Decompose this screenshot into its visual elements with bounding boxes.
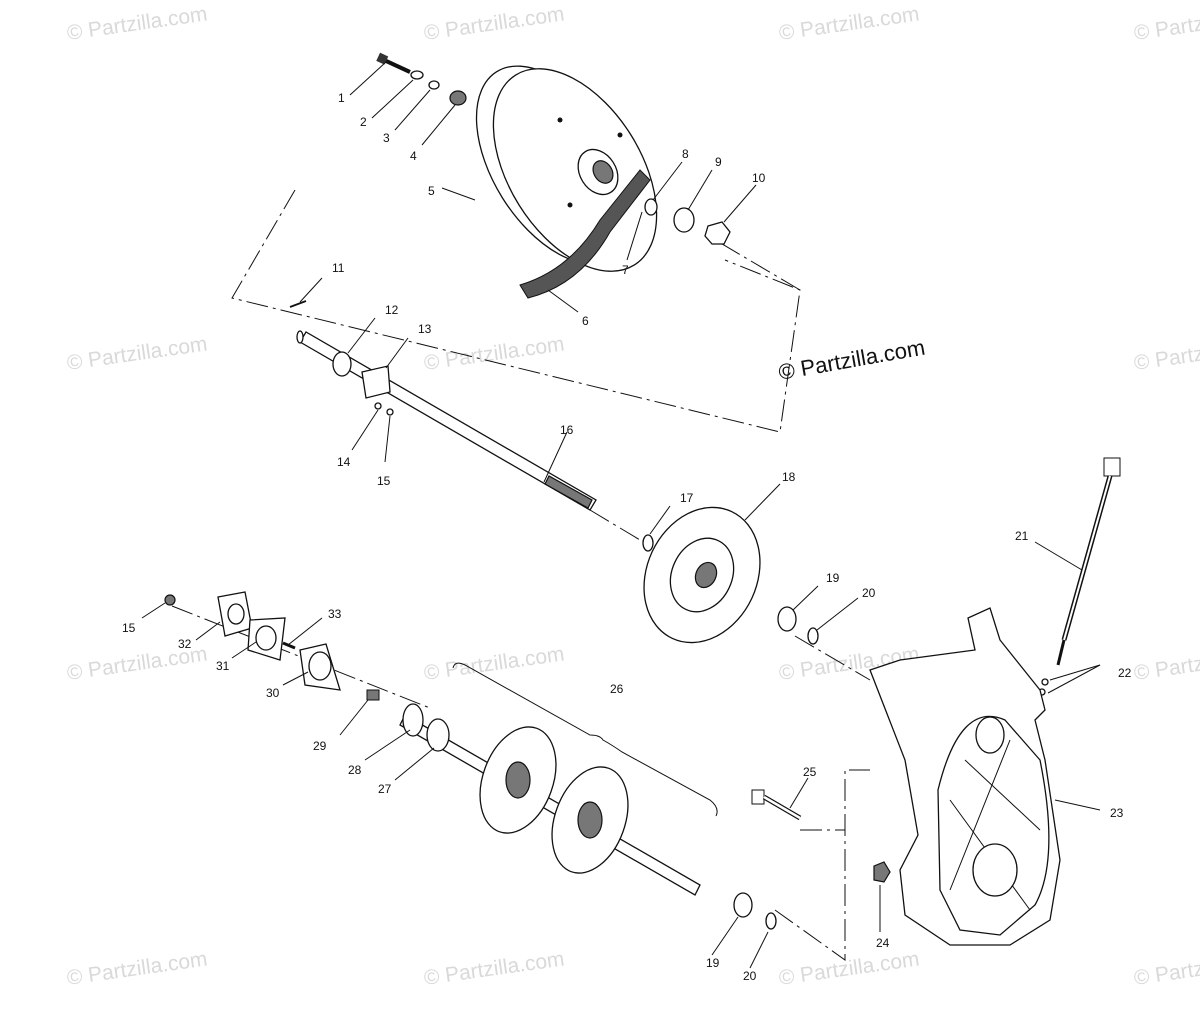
watermark: © Partzilla.com (1132, 2, 1200, 44)
callout-19: 19 (826, 571, 840, 585)
callout-30: 30 (266, 686, 280, 700)
watermark: © Partzilla.com (777, 2, 920, 44)
callout-3: 3 (383, 131, 390, 145)
washer-2 (410, 70, 424, 80)
nut-10 (704, 221, 731, 245)
watermark: © Partzilla.com (422, 2, 565, 44)
callout-8: 8 (682, 147, 689, 161)
watermark: © Partzilla.com (1132, 642, 1200, 684)
callout-4: 4 (410, 149, 417, 163)
callout-22: 22 (1118, 666, 1132, 680)
sprocket-18 (643, 506, 761, 644)
jackshaft (289, 300, 597, 511)
assembly-boundaries (171, 189, 871, 961)
callout-9: 9 (715, 155, 722, 169)
callout-20: 20 (862, 586, 876, 600)
callout-7: 7 (622, 263, 629, 277)
oring-22 (1041, 678, 1049, 686)
watermark: © Partzilla.com (422, 332, 565, 374)
callout-32: 32 (178, 637, 192, 651)
callout-2: 2 (360, 115, 367, 129)
callout-5: 5 (428, 184, 435, 198)
oring-17 (642, 534, 654, 552)
callout-10: 10 (752, 171, 766, 185)
callout-24: 24 (876, 936, 890, 950)
washer-9 (673, 207, 695, 233)
callout-29: 29 (313, 739, 327, 753)
washer-8 (644, 198, 658, 216)
callout-17: 17 (680, 491, 694, 505)
watermark: © Partzilla.com (422, 947, 565, 989)
bearing-19 (777, 606, 797, 632)
drive-chain (519, 169, 651, 299)
callout-11: 11 (332, 261, 345, 275)
flange-30-hole (308, 651, 332, 681)
copyright-text: © Partzilla.com (777, 335, 927, 385)
watermark: © Partzilla.com (65, 2, 208, 44)
callout-16: 16 (560, 423, 574, 437)
chaincase-housing (869, 607, 1061, 946)
callout-23: 23 (1110, 806, 1124, 820)
driveshaft-assembly (399, 703, 701, 896)
oring-20 (807, 627, 819, 645)
callout-31: 31 (216, 659, 230, 673)
bushing-4 (449, 90, 467, 106)
nut-24 (873, 861, 891, 883)
callout-21: 21 (1015, 529, 1029, 543)
watermark: © Partzilla.com (422, 642, 565, 684)
bearing-19b (733, 892, 753, 918)
callout-15b: 15 (122, 621, 136, 635)
leader-lines (141, 61, 1101, 969)
callout-33: 33 (328, 607, 342, 621)
callout-28: 28 (348, 763, 362, 777)
callout-26: 26 (610, 682, 624, 696)
seal-33 (282, 641, 296, 650)
watermark: © Partzilla.com (65, 332, 208, 374)
washer-3 (428, 80, 440, 90)
callout-14: 14 (337, 455, 351, 469)
callout-15: 15 (377, 474, 391, 488)
callout-13: 13 (418, 322, 432, 336)
callout-18: 18 (782, 470, 796, 484)
callout-6: 6 (582, 314, 589, 328)
bolt-25 (751, 789, 802, 821)
oring-20b (765, 912, 777, 930)
watermark: © Partzilla.com (777, 947, 920, 989)
bolt-1 (376, 52, 411, 74)
bracket-26 (452, 662, 718, 817)
callout-labels: 1 2 3 4 5 6 7 8 9 10 11 12 13 14 15 16 1… (122, 91, 1132, 983)
callout-25: 25 (803, 765, 817, 779)
flange-32-hole (227, 603, 245, 625)
dipstick-21 (1056, 457, 1121, 666)
watermark: © Partzilla.com (1132, 947, 1200, 989)
callout-27: 27 (378, 782, 392, 796)
bolt-29 (366, 689, 380, 701)
callout-1: 1 (338, 91, 345, 105)
gasket-31-hole (255, 625, 277, 651)
watermark: © Partzilla.com (1132, 332, 1200, 374)
callout-19b: 19 (706, 956, 720, 970)
callout-20b: 20 (743, 969, 757, 983)
callout-12: 12 (385, 303, 399, 317)
watermark: © Partzilla.com (65, 947, 208, 989)
nut-15b (164, 594, 176, 606)
